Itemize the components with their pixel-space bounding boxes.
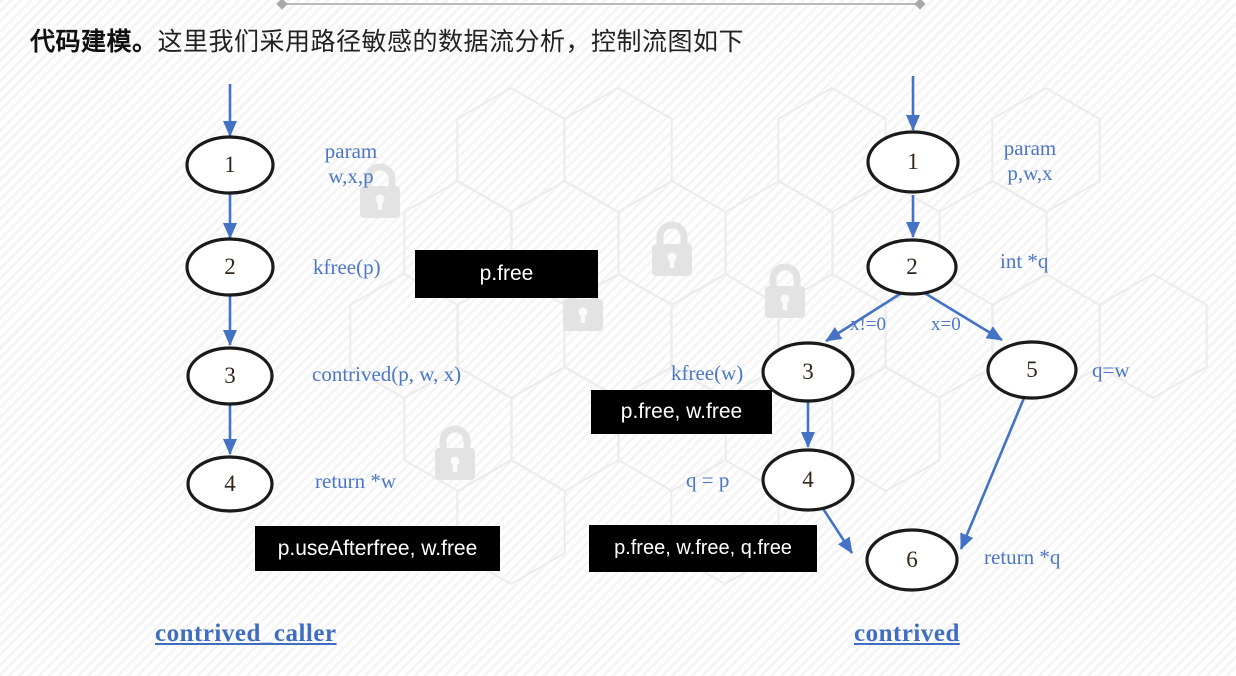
node-label: q = p [686,468,730,492]
node-ellipse-right-3 [761,341,855,403]
node-label: kfree(p) [313,255,381,279]
fact-box: p.free [415,250,598,298]
node-label: param p,w,x [1003,136,1057,185]
node-ellipse-right-4 [761,448,855,512]
node-number: 4 [802,467,814,492]
node-ellipse-right-1 [866,130,960,194]
node-number: 2 [906,254,918,279]
graph-edges [223,76,1026,554]
node-ellipse-left-3 [186,346,274,406]
slide-title-text: 这里我们采用路径敏感的数据流分析，控制流图如下 [157,28,745,56]
node-label: param w,x,p [324,139,378,188]
left-graph-title: contrived_caller [155,620,337,647]
slide-title-emphasis: 代码建模。 [30,28,158,56]
fact-box: p.free, w.free [591,390,772,434]
node-number: 1 [224,152,236,177]
node-label: int *q [1000,249,1049,273]
node-ellipse-right-6 [865,528,959,592]
slide-title: 代码建模。这里我们采用路径敏感的数据流分析，控制流图如下 [30,22,744,58]
right-graph-title: contrived [854,620,960,647]
node-label: return *w [315,469,397,493]
node-number: 2 [224,254,236,279]
node-label: contrived(p, w, x) [312,362,462,386]
fact-box: p.useAfterfree, w.free [255,526,500,571]
node-number: 6 [906,547,918,572]
node-ellipse-right-5 [986,340,1078,400]
graph-nodes [185,130,1078,592]
node-number: 3 [224,363,236,388]
edge-right-2-3 [825,290,904,343]
node-ellipse-left-1 [185,135,275,195]
edge-right-5-6 [959,397,1026,550]
node-number: 1 [907,149,919,174]
node-number: 5 [1026,357,1038,382]
edge-right-2-5 [922,290,1003,342]
edge-right-4-6 [818,503,854,554]
node-ellipse-right-2 [866,238,958,296]
branch-condition-label: x=0 [931,314,961,335]
fact-box: p.free, w.free, q.free [589,525,817,572]
node-label: return *q [984,545,1061,569]
node-label: q=w [1092,358,1130,382]
node-label: kfree(w) [671,361,744,385]
timeline-line [276,0,926,10]
node-number: 3 [802,359,814,384]
node-ellipse-left-4 [186,455,274,513]
branch-condition-label: x!=0 [850,314,887,335]
node-ellipse-left-2 [185,237,275,297]
node-number: 4 [224,471,236,496]
